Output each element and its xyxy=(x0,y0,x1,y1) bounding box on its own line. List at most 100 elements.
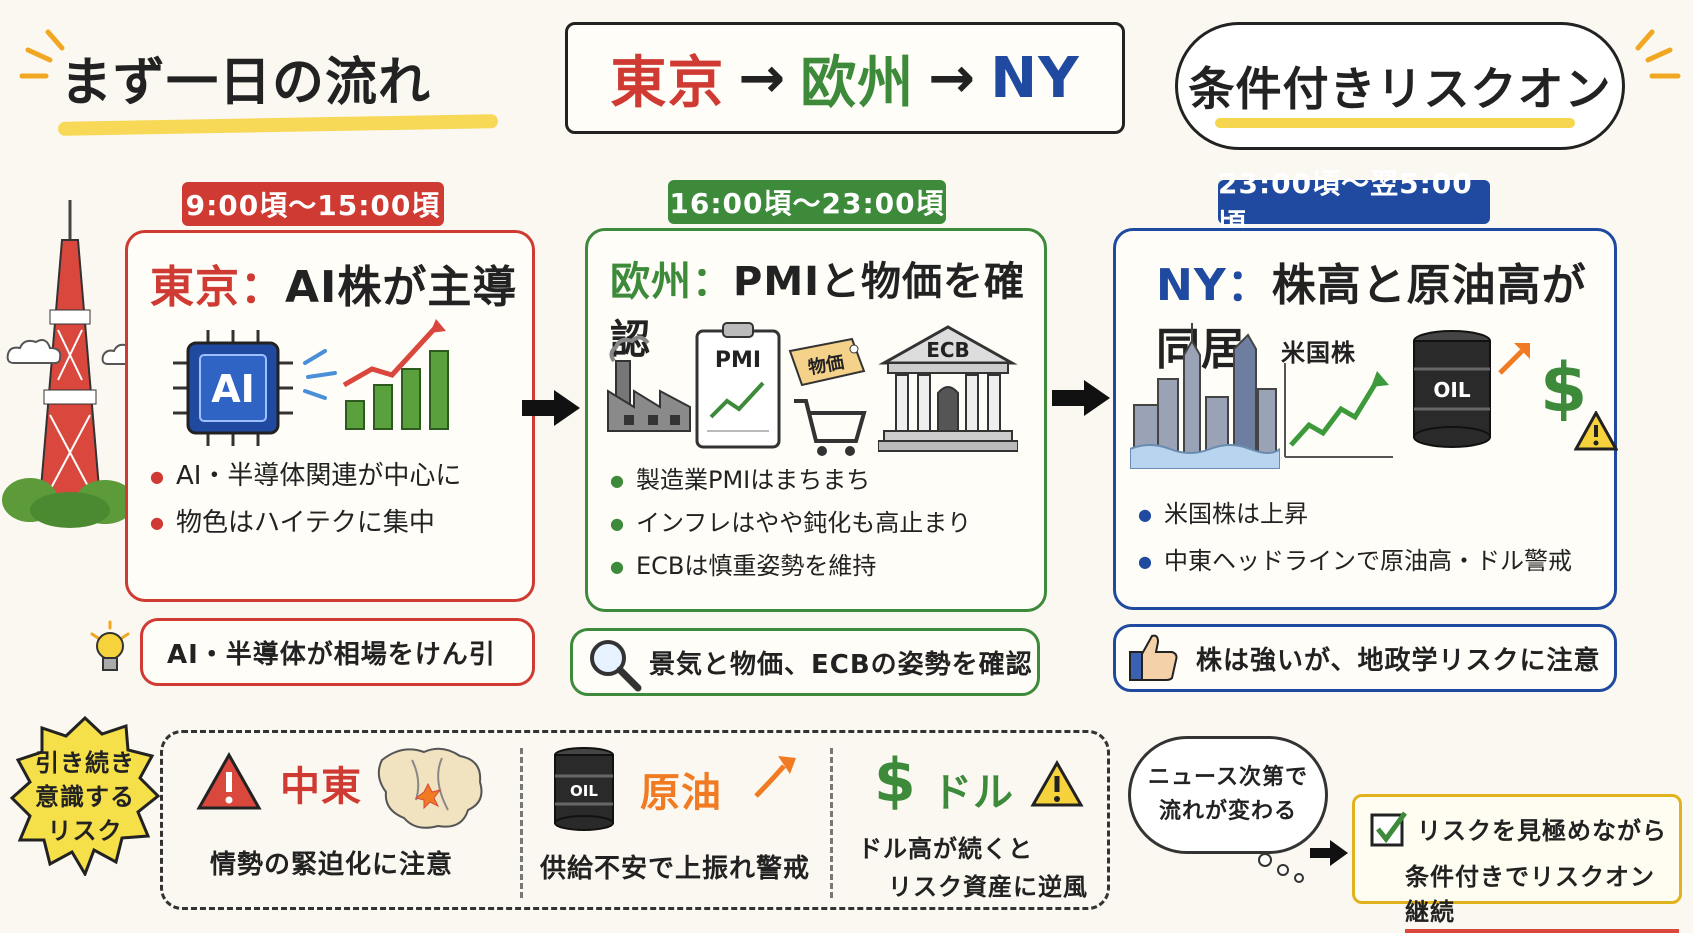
session-colon: ： xyxy=(1226,260,1272,311)
factory-icon xyxy=(604,331,694,441)
warning-icon xyxy=(196,751,262,812)
session-name: NY xyxy=(1156,260,1227,311)
panel-title-europe: 欧州：PMIと物価を確認 xyxy=(610,249,1044,365)
bullet-item: インフレはやや鈍化も高止まり xyxy=(610,502,971,545)
panel-title-tokyo: 東京：AI株が主導 xyxy=(150,251,517,315)
note-text: AI・半導体が相場をけん引 xyxy=(167,639,496,670)
bullet-item: 中東ヘッドラインで原油高・ドル警戒 xyxy=(1138,538,1572,585)
us-stocks-label: 米国株 xyxy=(1281,339,1356,367)
panel-tokyo: 東京：AI株が主導 AI AI・半導体関連が中心に 物色はハイテクに集中 xyxy=(125,230,535,602)
risk-box xyxy=(160,730,1110,910)
session-colon: ： xyxy=(692,259,733,305)
route-arrow-2: → xyxy=(928,45,977,111)
risk-desc-line: ドル高が続くと xyxy=(858,835,1033,863)
panel-ny: NY：株高と原油高が同居 米国株 OIL $ 米国株は上昇 中東ヘッドラインで原… xyxy=(1113,228,1619,610)
ecb-building-icon: ECB xyxy=(877,323,1019,453)
sun-rays-right xyxy=(1630,10,1690,90)
oil-label: OIL xyxy=(1433,378,1470,402)
note-tokyo: AI・半導体が相場をけん引 xyxy=(140,618,535,686)
risk-desc-middle-east: 情勢の緊迫化に注意 xyxy=(210,844,453,881)
route-tokyo: 東京 xyxy=(610,50,725,116)
risk-divider-2 xyxy=(830,748,833,898)
bullet-list-tokyo: AI・半導体関連が中心に 物色はハイテクに集中 xyxy=(150,453,461,546)
tokyo-tower-illustration xyxy=(0,200,135,530)
bullet-list-ny: 米国株は上昇 中東ヘッドラインで原油高・ドル警戒 xyxy=(1138,491,1572,585)
thought-line: 流れが変わる xyxy=(1158,799,1297,824)
warning-icon xyxy=(1030,759,1084,808)
oil-barrel-icon: OIL xyxy=(1411,329,1493,449)
risk-desc-oil: 供給不安で上振れ警戒 xyxy=(540,848,810,885)
session-headline: AI株が主導 xyxy=(285,262,518,313)
cloud-title: 条件付きリスクオン xyxy=(1175,22,1625,150)
pmi-clipboard-icon: PMI xyxy=(693,321,783,451)
up-arrow-icon xyxy=(1494,339,1534,379)
thought-line: ニュース次第で xyxy=(1148,765,1308,790)
conclusion-box: リスクを見極めながら 条件付きでリスクオン継続 xyxy=(1352,794,1682,933)
signal-lines-icon xyxy=(300,343,340,403)
ai-chip-icon: AI xyxy=(168,328,298,448)
session-headline: PMIと物価を確認 xyxy=(610,259,1026,363)
dollar-icon: $ xyxy=(874,746,917,816)
oil-label: OIL xyxy=(570,782,598,800)
up-arrow-icon xyxy=(750,752,800,802)
conclusion-arrow xyxy=(1310,838,1350,868)
risk-badge-line: リスク xyxy=(47,817,123,845)
oil-barrel-icon: OIL xyxy=(552,746,616,832)
route-ny: NY xyxy=(990,45,1080,111)
rising-line-chart-icon xyxy=(1281,363,1396,463)
conclusion-line-1: リスクを見極めながら xyxy=(1417,817,1667,845)
time-tag-ny: 23:00頃～翌5:00頃 xyxy=(1218,167,1490,240)
warning-icon xyxy=(1573,409,1619,451)
route-arrow-1: → xyxy=(738,45,787,111)
cloud-highlight xyxy=(1215,118,1575,128)
panel-europe: 欧州：PMIと物価を確認 PMI 物価 ECB 製造業PMIはまちまち インフレ… xyxy=(585,228,1047,612)
risk-desc-dollar: ドル高が続くと リスク資産に逆風 xyxy=(858,830,1088,906)
checkbox-icon xyxy=(1369,809,1409,849)
note-ny: 株は強いが、地政学リスクに注意 xyxy=(1113,624,1617,692)
time-tag-europe: 16:00頃～23:00頃 xyxy=(668,180,946,224)
cloud-icon-small xyxy=(4,338,64,368)
title-highlight xyxy=(57,114,499,136)
time-tag-tokyo: 9:00頃～15:00頃 xyxy=(182,182,444,226)
middle-east-map-icon xyxy=(372,740,490,836)
note-text: 株は強いが、地政学リスクに注意 xyxy=(1196,645,1601,676)
risk-badge-line: 意識する xyxy=(35,783,135,811)
thought-dots xyxy=(1255,850,1325,890)
risk-desc-line: 情勢の緊迫化に注意 xyxy=(210,850,454,880)
bullet-item: 製造業PMIはまちまち xyxy=(610,459,971,502)
thought-bubble: ニュース次第で 流れが変わる xyxy=(1128,736,1328,854)
bullet-list-europe: 製造業PMIはまちまち インフレはやや鈍化も高止まり ECBは慎重姿勢を維持 xyxy=(610,459,971,588)
risk-divider-1 xyxy=(520,748,523,898)
bullet-item: AI・半導体関連が中心に xyxy=(150,453,461,500)
bullet-item: ECBは慎重姿勢を維持 xyxy=(610,545,971,588)
route-box: 東京 → 欧州 → NY xyxy=(565,22,1125,134)
lightbulb-icon xyxy=(88,620,132,680)
thumbs-up-icon xyxy=(1126,630,1180,684)
rising-bar-chart-icon xyxy=(338,313,468,433)
bullet-item: 物色はハイテクに集中 xyxy=(150,500,461,547)
risk-desc-line: 供給不安で上振れ警戒 xyxy=(540,854,811,884)
ecb-label: ECB xyxy=(926,338,970,362)
price-tag-icon: 物価 xyxy=(784,331,874,461)
sun-rays-left xyxy=(10,10,70,90)
dollar-icon: $ xyxy=(1540,349,1589,428)
skyline-icon xyxy=(1129,319,1281,470)
risk-badge-line: 引き続き xyxy=(35,749,135,777)
session-name: 東京 xyxy=(150,262,240,313)
session-colon: ： xyxy=(240,262,285,313)
risk-desc-line: リスク資産に逆風 xyxy=(888,873,1088,901)
note-text: 景気と物価、ECBの姿勢を確認 xyxy=(649,649,1033,680)
route-europe: 欧州 xyxy=(800,50,915,116)
risk-title-middle-east: 中東 xyxy=(280,764,362,810)
ai-chip-label: AI xyxy=(211,367,255,411)
bullet-item: 米国株は上昇 xyxy=(1138,491,1572,538)
risk-title-oil: 原油 xyxy=(640,770,722,816)
session-name: 欧州 xyxy=(610,259,692,305)
flow-arrow-1 xyxy=(522,388,582,428)
risk-badge: 引き続き 意識する リスク xyxy=(9,715,161,878)
risk-badge-text: 引き続き 意識する リスク xyxy=(10,746,160,848)
page-title: まず一日の流れ xyxy=(60,53,432,113)
pmi-label: PMI xyxy=(715,348,761,373)
conclusion-line-2: 条件付きでリスクオン継続 xyxy=(1405,857,1679,933)
risk-title-dollar: ドル xyxy=(932,770,1014,816)
